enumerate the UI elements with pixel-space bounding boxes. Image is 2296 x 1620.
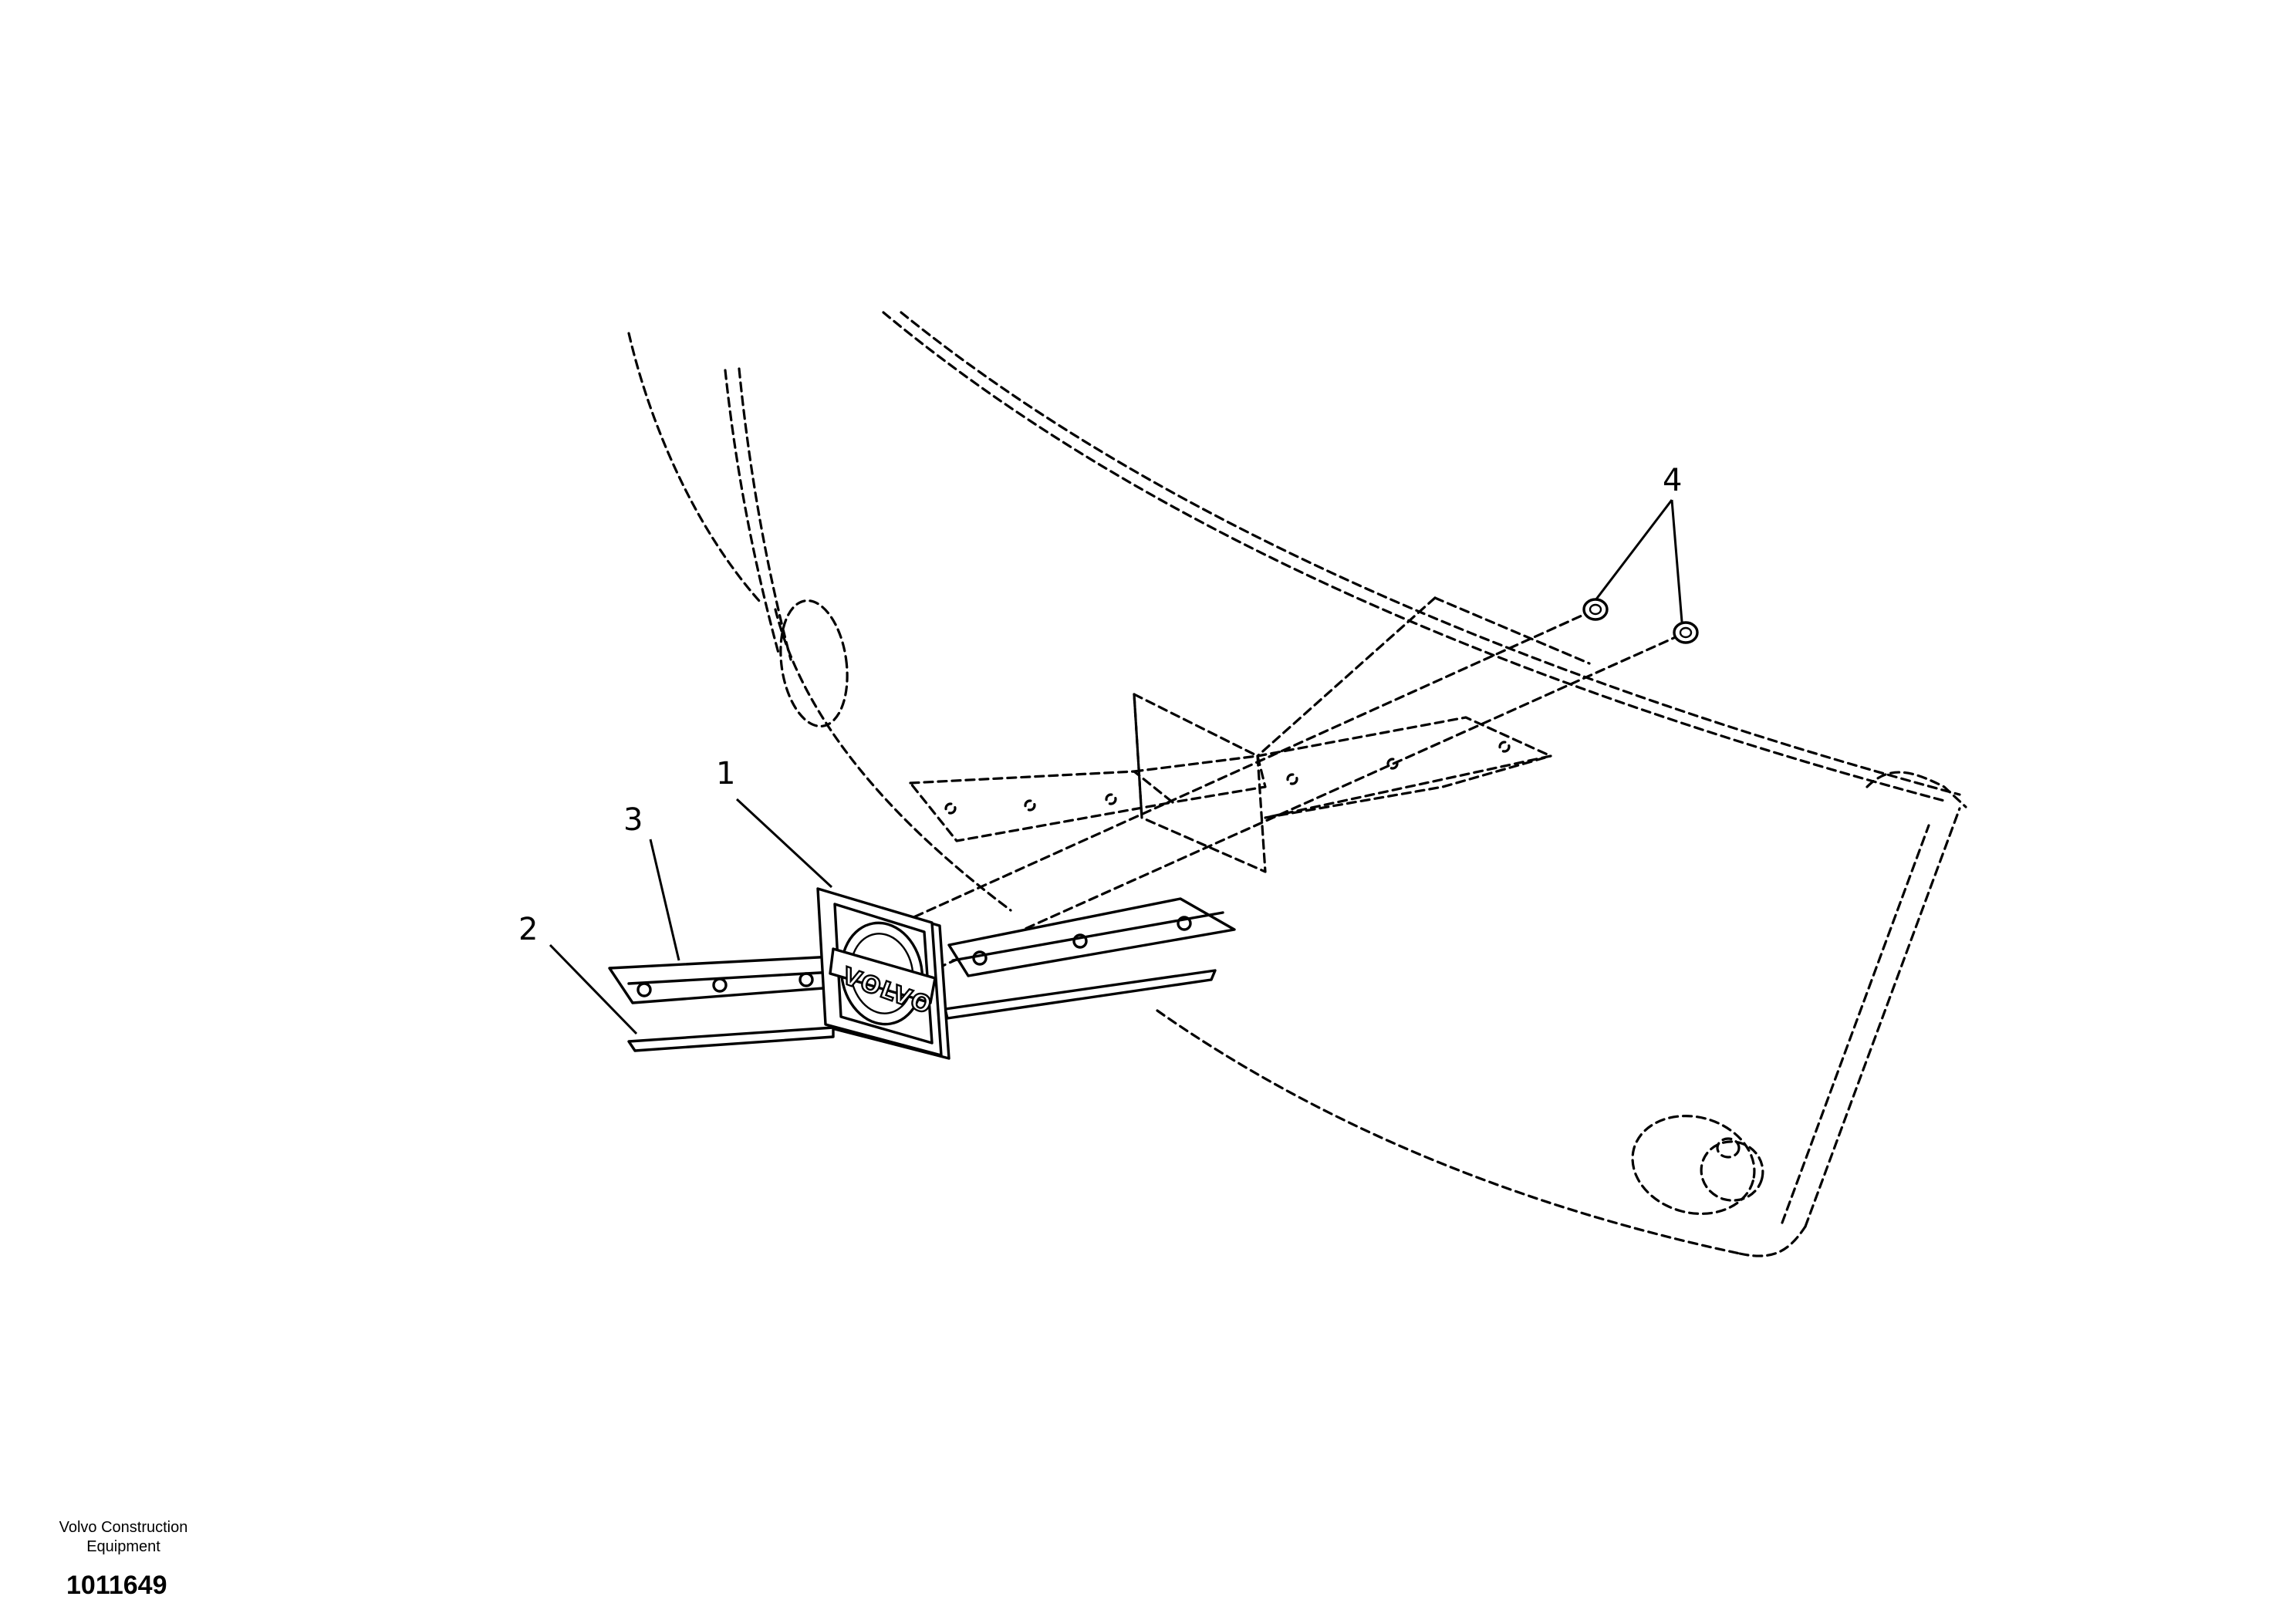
callout-4: 4: [1663, 463, 1682, 498]
machine-body-outline: [627, 311, 1967, 1257]
nut-lower: [1673, 621, 1699, 644]
callout-1: 1: [716, 756, 735, 791]
volvo-emblem: VOLVO: [816, 887, 950, 1060]
nut-upper: [1582, 598, 1609, 621]
mounting-nuts: [1582, 598, 1699, 644]
assembly-alignment-lines: [863, 608, 1687, 970]
callout-2: 2: [518, 912, 538, 947]
mounting-bracket-hidden: [909, 596, 1591, 873]
lower-trim-strip: [627, 969, 1217, 1052]
emblem-support-rail: [608, 897, 1236, 1004]
leader-lines: [549, 499, 1683, 1035]
drawing-number: 1011649: [66, 1571, 167, 1600]
company-name-line2: Equipment: [86, 1538, 160, 1555]
company-name: Volvo Construction Equipment: [31, 1518, 216, 1557]
company-name-line1: Volvo Construction: [59, 1519, 188, 1536]
callout-3: 3: [623, 802, 643, 838]
